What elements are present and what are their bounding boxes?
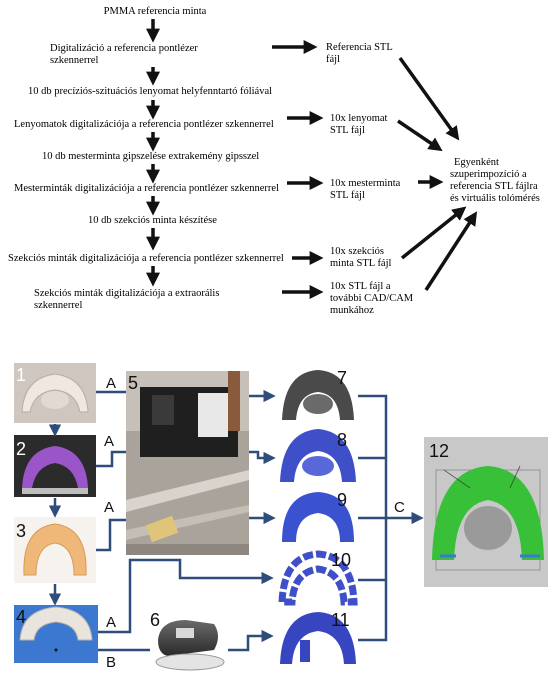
path-label-a-1: A <box>106 375 116 392</box>
step-extraoral-scan-line2: szkennerrel <box>34 300 82 311</box>
step-reference-scan-line1: Digitalizáció a referencia pontlézer <box>50 43 198 54</box>
output-cadcam-stl-line1: 10x STL fájl a <box>330 281 391 292</box>
path-label-c: C <box>394 499 405 516</box>
panel-number-4: 4 <box>16 607 26 627</box>
panel-number-10: 10 <box>331 550 351 570</box>
step-impressions: 10 db precíziós-szituációs lenyomat hely… <box>28 86 272 97</box>
panel-number-8: 8 <box>337 430 347 450</box>
step-impression-scan: Lenyomatok digitalizációja a referencia … <box>14 119 274 130</box>
scanning-workflow-figure: A A A A B C 1 2 3 4 5 6 7 8 9 10 11 12 <box>0 355 549 679</box>
path-label-a-3: A <box>104 499 114 516</box>
panel-number-7: 7 <box>337 368 347 388</box>
step-reference-scan-line2: szkennerrel <box>50 55 98 66</box>
panel-number-11: 11 <box>331 610 350 630</box>
output-master-stl-line2: STL fájl <box>330 190 365 201</box>
output-sectional-stl-line2: minta STL fájl <box>330 258 392 269</box>
step-sectional-models: 10 db szekciós minta készítése <box>88 215 217 226</box>
output-cadcam-stl-line3: munkához <box>330 305 374 316</box>
panel-number-3: 3 <box>16 521 26 541</box>
step-extraoral-scan-line1: Szekciós minták digitalizációja a extrao… <box>34 288 219 299</box>
result-line1: Egyenként <box>454 157 499 168</box>
output-reference-stl-line1: Referencia STL <box>326 42 393 53</box>
output-reference-stl-line2: fájl <box>326 54 340 65</box>
step-master-scan: Mesterminták digitalizációja a referenci… <box>14 183 279 194</box>
panel-number-5: 5 <box>128 373 138 393</box>
output-sectional-stl-line1: 10x szekciós <box>330 246 384 257</box>
photo-3-master-cast <box>14 517 96 583</box>
output-impression-stl-line2: STL fájl <box>330 125 365 136</box>
panel-number-2: 2 <box>16 439 26 459</box>
panel-number-1: 1 <box>16 365 26 385</box>
diagonal-arrow <box>400 58 456 136</box>
result-line4: és virtuális tolómérés <box>450 193 540 204</box>
result-line2: szuperimpozíció a <box>450 169 527 180</box>
panel-number-6: 6 <box>150 610 160 630</box>
photo-2-impression <box>14 435 96 497</box>
output-master-stl-line1: 10x mesterminta <box>330 178 401 189</box>
photo-1-pmma-model <box>14 363 96 423</box>
workflow-flowchart: PMMA referencia minta Digitalizáció a re… <box>0 0 549 330</box>
result-line3: referencia STL fájlra <box>450 181 538 192</box>
diagonal-arrow <box>398 121 438 148</box>
diagonal-arrow <box>426 216 474 290</box>
path-label-a-4: A <box>106 614 116 631</box>
path-label-a-2: A <box>104 433 114 450</box>
step-sectional-scan: Szekciós minták digitalizációja a refere… <box>8 253 284 264</box>
step-master-casts: 10 db mesterminta gipszelése extrakemény… <box>42 151 259 162</box>
output-cadcam-stl-line2: további CAD/CAM <box>330 293 414 304</box>
output-impression-stl-line1: 10x lenyomat <box>330 113 388 124</box>
step-pmma-reference: PMMA referencia minta <box>104 6 207 17</box>
photo-4-sectional-model <box>14 605 98 663</box>
path-label-b: B <box>106 654 116 671</box>
photo-5-reference-scanner <box>126 371 249 555</box>
panel-number-12: 12 <box>429 441 449 461</box>
panel-number-9: 9 <box>337 490 347 510</box>
photo-6-extraoral-scanner <box>150 618 228 673</box>
